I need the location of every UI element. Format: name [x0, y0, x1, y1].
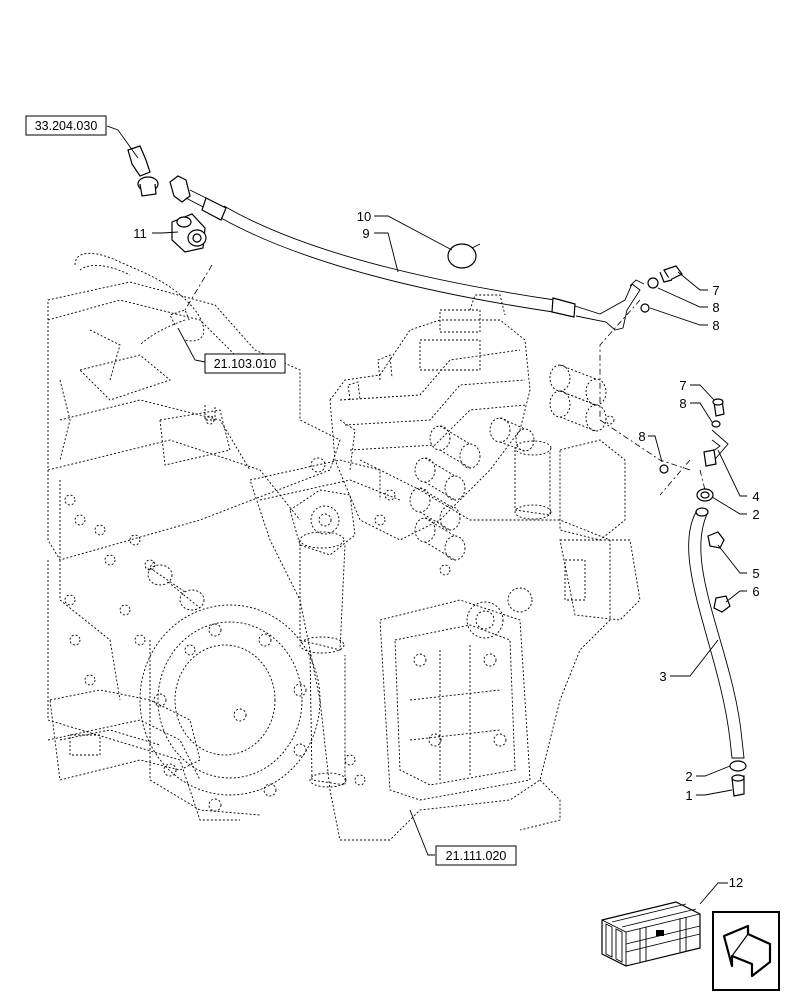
clip-part-5: [707, 531, 725, 549]
seal-part-8-upper: [640, 277, 659, 313]
seal-part-8-lower: [659, 420, 721, 474]
pipe-part-4: [703, 429, 729, 467]
leader-lines: [106, 125, 747, 905]
bolt-part-7-upper: [659, 265, 683, 283]
callout-5: 5: [752, 566, 759, 581]
hose-part-3: [688, 507, 745, 759]
hose-clamp-part-2-lower: [729, 760, 747, 772]
reference-label: 33.204.030: [35, 119, 98, 133]
reference-label: 21.103.010: [214, 357, 277, 371]
callout-7-lower: 7: [679, 378, 686, 393]
callout-10: 10: [357, 209, 371, 224]
callout-8-lower-a: 8: [679, 396, 686, 411]
suction-pipe-outline: [74, 252, 205, 346]
remote-valve-stack: [329, 294, 615, 561]
kit-crate-part-12: [601, 901, 701, 967]
reference-box-21-103-010[interactable]: 21.103.010: [204, 353, 286, 374]
callout-8-upper-a: 8: [712, 300, 719, 315]
callout-4: 4: [752, 489, 759, 504]
side-coupler: [147, 559, 205, 611]
reference-label: 21.111.020: [446, 849, 507, 863]
hydraulic-hose-part-9: [169, 175, 645, 331]
callout-11: 11: [133, 226, 147, 241]
callout-8-lower-b: 8: [638, 429, 645, 444]
transmission-housing-outline: [47, 281, 341, 821]
callout-2-lower: 2: [685, 769, 692, 784]
callout-2-upper: 2: [752, 507, 759, 522]
elbow-fitting: [127, 145, 159, 197]
navigation-arrow-icon[interactable]: [712, 911, 780, 991]
reference-box-21-111-020[interactable]: 21.111.020: [435, 845, 517, 866]
callout-1: 1: [685, 788, 692, 803]
callout-12: 12: [729, 875, 743, 890]
banjo-bolt-part-7-lower: [712, 398, 725, 417]
hose-clamp-part-2-upper: [696, 488, 714, 502]
hose-clamp-part-10: [447, 243, 481, 269]
callout-8-upper-b: 8: [712, 318, 719, 333]
reference-box-33-204-030[interactable]: 33.204.030: [25, 115, 107, 136]
clip-part-6: [713, 595, 731, 613]
callout-9: 9: [362, 226, 369, 241]
center-housing-outline: [249, 419, 641, 841]
adapter-fitting-part-11: [171, 213, 207, 253]
callout-7-upper: 7: [712, 283, 719, 298]
callout-3: 3: [659, 669, 666, 684]
callout-6: 6: [752, 584, 759, 599]
fitting-part-1: [731, 774, 745, 797]
assembly-center-lines: [184, 264, 706, 496]
callout-labels: 11 10 9 7 8 8 7 8 8 4 2 5 6 3 2 1 12: [133, 209, 759, 890]
rear-axle-housing-outline: [139, 604, 321, 816]
